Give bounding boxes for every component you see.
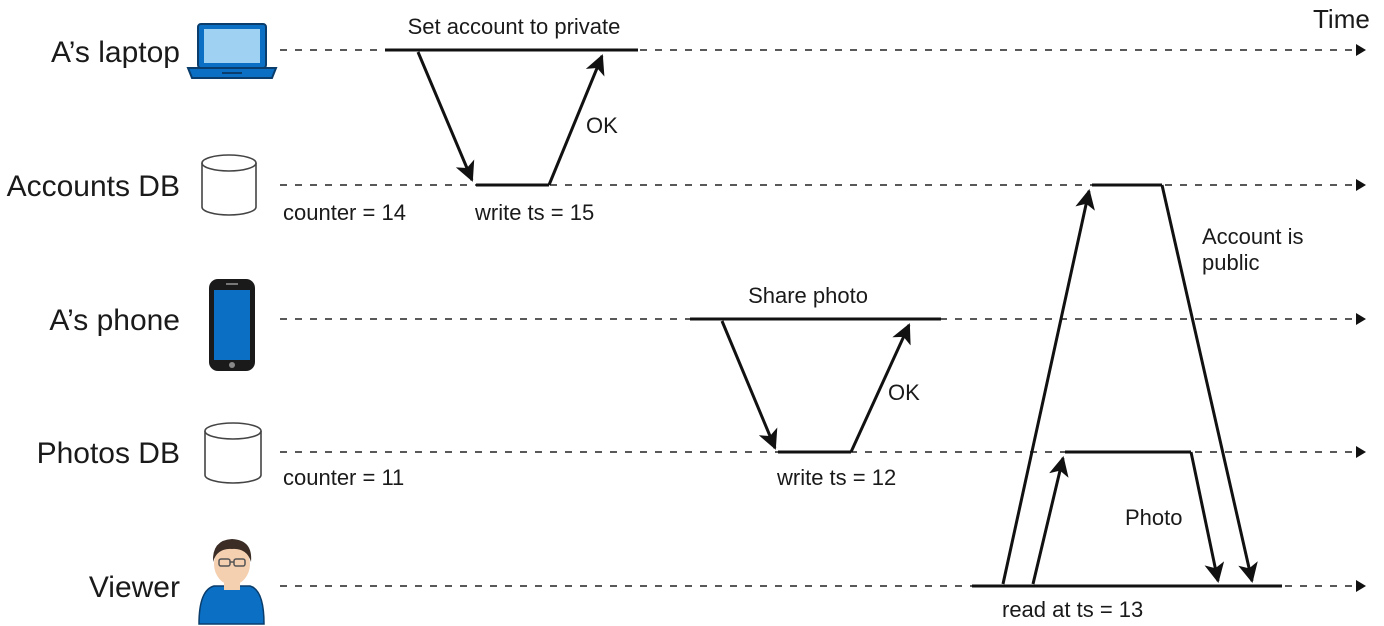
time-label: Time (1313, 4, 1370, 34)
share-photo-interaction: Share photo OK (690, 283, 941, 454)
lane-label-photos: Photos DB (37, 437, 180, 470)
photos-counter-label: counter = 11 (283, 465, 404, 490)
photo-write-arrow (720, 320, 778, 450)
phone-icon (209, 279, 255, 371)
account-public-response-arrow (1160, 184, 1258, 583)
laptop-icon (186, 23, 278, 79)
share-photo-label: Share photo (748, 283, 868, 308)
person-icon (198, 539, 265, 625)
lane-label-accounts: Accounts DB (7, 170, 180, 203)
accounts-write-label: write ts = 15 (474, 200, 594, 225)
accounts-counter-label: counter = 14 (283, 200, 406, 225)
database-icon (201, 154, 257, 216)
timeline-arrowhead (1356, 580, 1366, 592)
lane-label-laptop: A’s laptop (51, 36, 180, 69)
ok-response-arrow (547, 54, 605, 186)
timeline-arrowhead (1356, 446, 1366, 458)
photo-label: Photo (1125, 505, 1183, 530)
timeline-arrowhead (1356, 313, 1366, 325)
account-read-request-arrow (1001, 189, 1095, 585)
viewer-read-interaction: Account is public Photo (972, 183, 1304, 588)
timeline-arrowhead (1356, 44, 1366, 56)
ok-response-arrow (849, 323, 911, 453)
write-request-arrow (416, 51, 475, 182)
ok-label: OK (586, 113, 618, 138)
photo-read-request-arrow (1031, 456, 1069, 585)
timeline-arrowhead (1356, 179, 1366, 191)
account-public-label-line2: public (1202, 250, 1259, 275)
set-private-label: Set account to private (408, 14, 621, 39)
read-at-label: read at ts = 13 (1002, 597, 1143, 622)
set-private-interaction: Set account to private OK (385, 14, 638, 187)
lane-label-phone: A’s phone (49, 304, 180, 337)
photos-write-label: write ts = 12 (776, 465, 896, 490)
lane-label-viewer: Viewer (89, 571, 180, 604)
photo-response-arrow (1189, 451, 1225, 583)
database-icon (204, 422, 262, 484)
account-public-label: Account is (1202, 224, 1304, 249)
ok-label: OK (888, 380, 920, 405)
